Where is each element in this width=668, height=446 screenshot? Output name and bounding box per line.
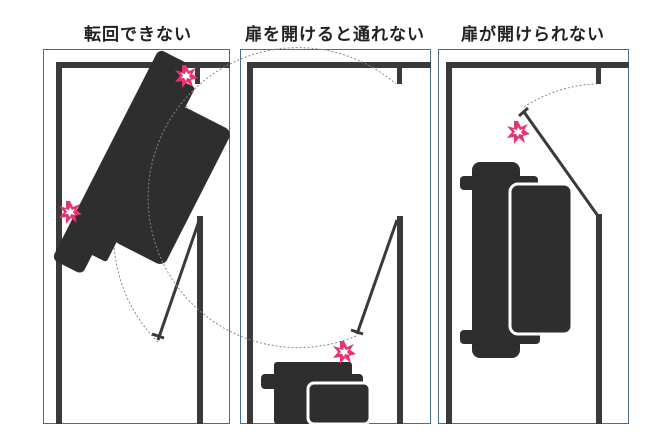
panel1 xyxy=(43,49,230,424)
panel3-caption: 扉が開けられない xyxy=(461,25,605,45)
panel1-left-wall xyxy=(56,62,62,424)
panel1-right-wall-lower xyxy=(197,216,203,424)
panel1-top-wall xyxy=(56,62,230,68)
panel2-top-wall xyxy=(247,62,431,68)
panel1-caption: 転回できない xyxy=(84,25,192,45)
panel3-sofa-back xyxy=(472,162,520,358)
panel2-door xyxy=(355,219,399,335)
panel1-sofa-armrest-back xyxy=(53,50,188,273)
panel3-left-wall xyxy=(446,62,452,424)
panel3 xyxy=(438,49,629,424)
panel2-caption: 扉を開けると通れない xyxy=(245,25,425,45)
panel3-door-handle xyxy=(518,106,529,118)
panel2-left-wall xyxy=(247,62,253,424)
panel2-sofa xyxy=(261,362,372,426)
panel2-right-wall-upper xyxy=(397,62,402,84)
panel2-door-swing-arc xyxy=(147,47,397,349)
panel3-right-wall-lower xyxy=(596,214,602,424)
panel3-right-wall-upper xyxy=(596,62,601,84)
panel3-sofa-cushion xyxy=(508,182,574,336)
panel1-door xyxy=(156,217,202,341)
panel3-top-wall xyxy=(446,62,629,68)
panel2-sofa-cushion xyxy=(306,381,372,426)
panel1-sofa-cushion xyxy=(114,107,230,264)
panel3-sofa xyxy=(460,162,574,358)
panel2-door-handle xyxy=(350,328,364,336)
panel1-right-wall-upper xyxy=(195,62,200,84)
panel2 xyxy=(147,47,431,426)
panel1-door-handle xyxy=(151,332,165,340)
panel2-right-wall-lower xyxy=(397,216,403,424)
panel3-door xyxy=(522,111,600,217)
